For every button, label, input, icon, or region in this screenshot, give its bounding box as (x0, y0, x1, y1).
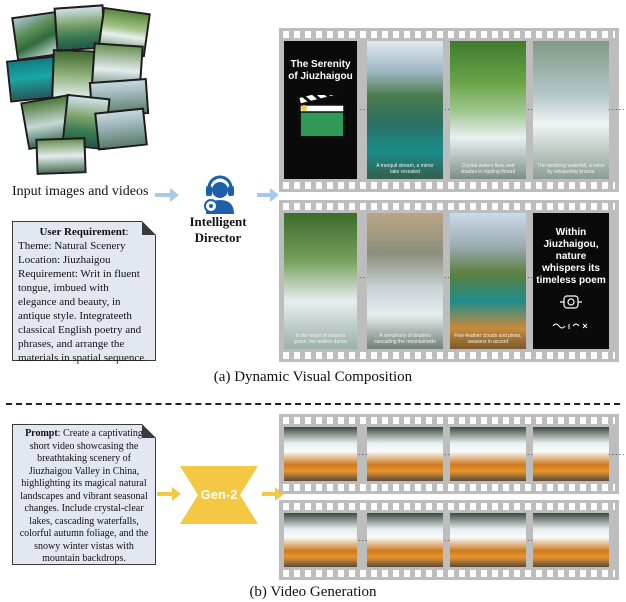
arrow-to-gen2 (157, 487, 181, 501)
clapperboard-icon (297, 85, 347, 144)
prompt-label: Prompt (25, 428, 58, 439)
end-card-line: Within (555, 227, 587, 238)
film-strip-generated-1: ...... ...... ...... ...... (279, 414, 626, 494)
film-strip-generated-2: ...... ...... ...... (279, 500, 619, 580)
prompt-text: Create a captivating short video showcas… (19, 428, 149, 564)
arrow-to-director (155, 188, 179, 202)
generated-frame (450, 513, 526, 567)
generated-frame (367, 427, 443, 481)
prompt-box: Prompt: Create a captivating short video… (12, 424, 156, 565)
frame-caption: In the heart of nature's grace, the wate… (293, 333, 348, 345)
generated-frame (284, 427, 357, 481)
input-photo (94, 107, 148, 151)
requirement-line: elegance and beauty, in (18, 296, 121, 308)
arrow-to-film (257, 188, 279, 202)
film-strip-top: The Serenity of Jiuzhaigou ...... A tran… (279, 28, 626, 192)
requirement-line: antique style. Integrateeth (18, 310, 132, 322)
requirement-line: classical English poetry and (18, 324, 142, 336)
requirement-line: Location: Jiuzhaigou (18, 254, 111, 266)
director-block: Intelligent Director (180, 170, 256, 246)
requirement-title: User Requirement (39, 226, 126, 238)
film-holes (283, 352, 615, 359)
end-card-line: timeless poem (536, 275, 606, 286)
requirement-line: Theme: Natural Scenery (18, 240, 126, 252)
input-caption: Input images and videos (12, 184, 149, 199)
frame-caption: Fine-feather clouds and pines, seasons i… (454, 333, 522, 345)
title-card-line: The Serenity (290, 59, 351, 70)
film-holes (283, 182, 615, 189)
video-frame: In the heart of nature's grace, the wate… (284, 213, 357, 349)
ellipsis: ...... (608, 447, 626, 457)
section-b-caption: (b) Video Generation (249, 584, 377, 600)
frame-caption: A tranquil stream, a mirror lake reveale… (376, 163, 434, 175)
frame-caption: A symphony of droplets cascading the mou… (374, 333, 436, 345)
frame-caption: Crystal waters flow, and shades in rippl… (460, 163, 516, 175)
frame-caption: The tumbling waterfall, a voice by whisp… (537, 163, 605, 175)
video-frame: Crystal waters flow, and shades in rippl… (450, 41, 526, 179)
end-card-line: nature (555, 251, 587, 262)
film-holes (283, 484, 615, 491)
film-holes (283, 31, 615, 38)
seal-squiggle-icon (551, 317, 591, 335)
user-requirement-box: User Requirement: Theme: Natural Scenery… (12, 221, 156, 364)
generated-frame (533, 513, 609, 567)
film-holes (283, 503, 615, 510)
generated-frame (284, 513, 357, 567)
end-card-line: Jiuzhaigou, (543, 239, 599, 250)
video-frame: Fine-feather clouds and pines, seasons i… (450, 213, 526, 349)
ellipsis: ...... (608, 102, 626, 112)
title-card-frame: The Serenity of Jiuzhaigou (284, 41, 357, 179)
gen2-label: Gen-2 (200, 487, 238, 502)
end-card-frame: Within Jiuzhaigou, nature whispers its t… (533, 213, 609, 349)
video-frame: A symphony of droplets cascading the mou… (367, 213, 443, 349)
video-frame: The tumbling waterfall, a voice by whisp… (533, 41, 609, 179)
film-holes (283, 203, 615, 210)
film-holes (283, 570, 615, 577)
film-strip-middle: In the heart of nature's grace, the wate… (279, 200, 619, 362)
generated-frame (450, 427, 526, 481)
video-frame: A tranquil stream, a mirror lake reveale… (367, 41, 443, 179)
requirement-line: tongue, imbued with (18, 282, 109, 294)
requirement-line: Requirement: Writ in fluent (18, 268, 140, 280)
section-a-caption: (a) Dynamic Visual Composition (213, 369, 413, 385)
requirement-line: phrases, and arrange the (18, 338, 125, 350)
input-photo (35, 137, 87, 175)
end-card-line: whispers its (542, 263, 600, 274)
generated-frame (533, 427, 609, 481)
section-divider (6, 403, 620, 405)
title-card-line: of Jiuzhaigou (288, 71, 353, 82)
hand-seal-icon (559, 293, 583, 316)
arrow-to-gen-film (262, 487, 284, 501)
film-holes (283, 417, 615, 424)
director-headset-icon (200, 170, 240, 214)
gen2-model-shape (180, 466, 258, 524)
requirement-line: materials in spatial sequence. (18, 352, 147, 364)
page-fold (142, 424, 156, 438)
director-label: Intelligent Director (189, 214, 247, 245)
page-fold (142, 221, 156, 235)
generated-frame (367, 513, 443, 567)
